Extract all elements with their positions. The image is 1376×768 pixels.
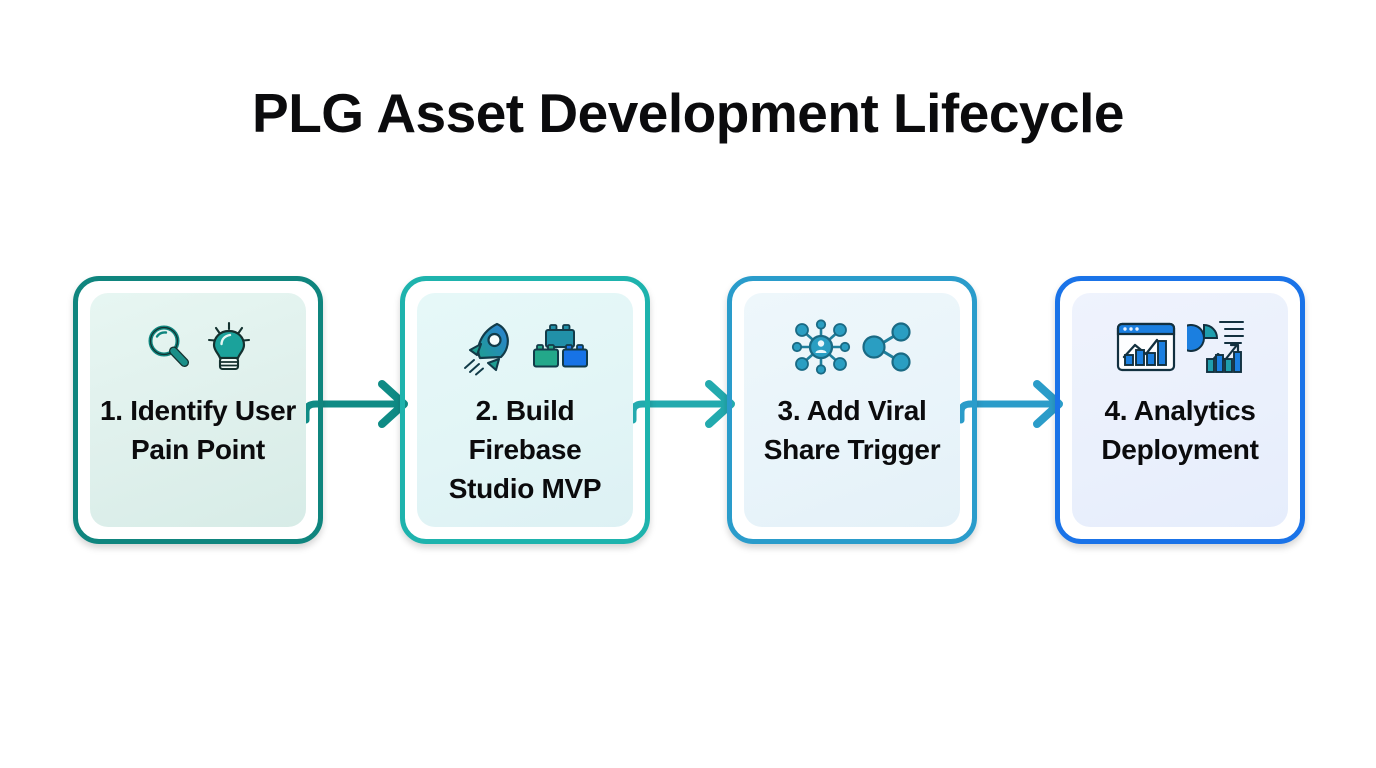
share-nodes-icon bbox=[862, 322, 911, 372]
card-inner-panel: 4. Analytics Deployment bbox=[1072, 293, 1288, 527]
card-inner-panel: 3. Add Viral Share Trigger bbox=[744, 293, 960, 527]
lifecycle-step-card-4[interactable]: 4. Analytics Deployment bbox=[1055, 276, 1305, 544]
card-label: 4. Analytics Deployment bbox=[1101, 395, 1259, 465]
card-label: 1. Identify User Pain Point bbox=[100, 395, 296, 465]
page-title: PLG Asset Development Lifecycle bbox=[252, 82, 1124, 144]
rocket-icon bbox=[464, 322, 509, 376]
lifecycle-step-card-3[interactable]: 3. Add Viral Share Trigger bbox=[727, 276, 977, 544]
network-person-icon bbox=[791, 319, 851, 375]
card-label: 3. Add Viral Share Trigger bbox=[763, 395, 941, 465]
card-inner-panel: 1. Identify User Pain Point bbox=[90, 293, 306, 527]
dashboard-window-icon bbox=[1116, 322, 1176, 372]
lego-bricks-icon bbox=[533, 324, 588, 368]
lifecycle-flow: 1. Identify User Pain Point bbox=[0, 276, 1376, 546]
lifecycle-step-card-1[interactable]: 1. Identify User Pain Point bbox=[73, 276, 323, 544]
pie-bar-chart-icon bbox=[1187, 321, 1244, 373]
magnifier-icon bbox=[148, 325, 189, 367]
card-icon-group bbox=[461, 311, 589, 383]
card-icon-group bbox=[143, 311, 253, 383]
lightbulb-icon bbox=[207, 321, 251, 371]
card-label: 2. Build Firebase Studio MVP bbox=[448, 395, 602, 504]
lifecycle-step-card-2[interactable]: 2. Build Firebase Studio MVP bbox=[400, 276, 650, 544]
card-icon-group bbox=[790, 311, 914, 383]
card-icon-group bbox=[1115, 311, 1245, 383]
card-inner-panel: 2. Build Firebase Studio MVP bbox=[417, 293, 633, 527]
